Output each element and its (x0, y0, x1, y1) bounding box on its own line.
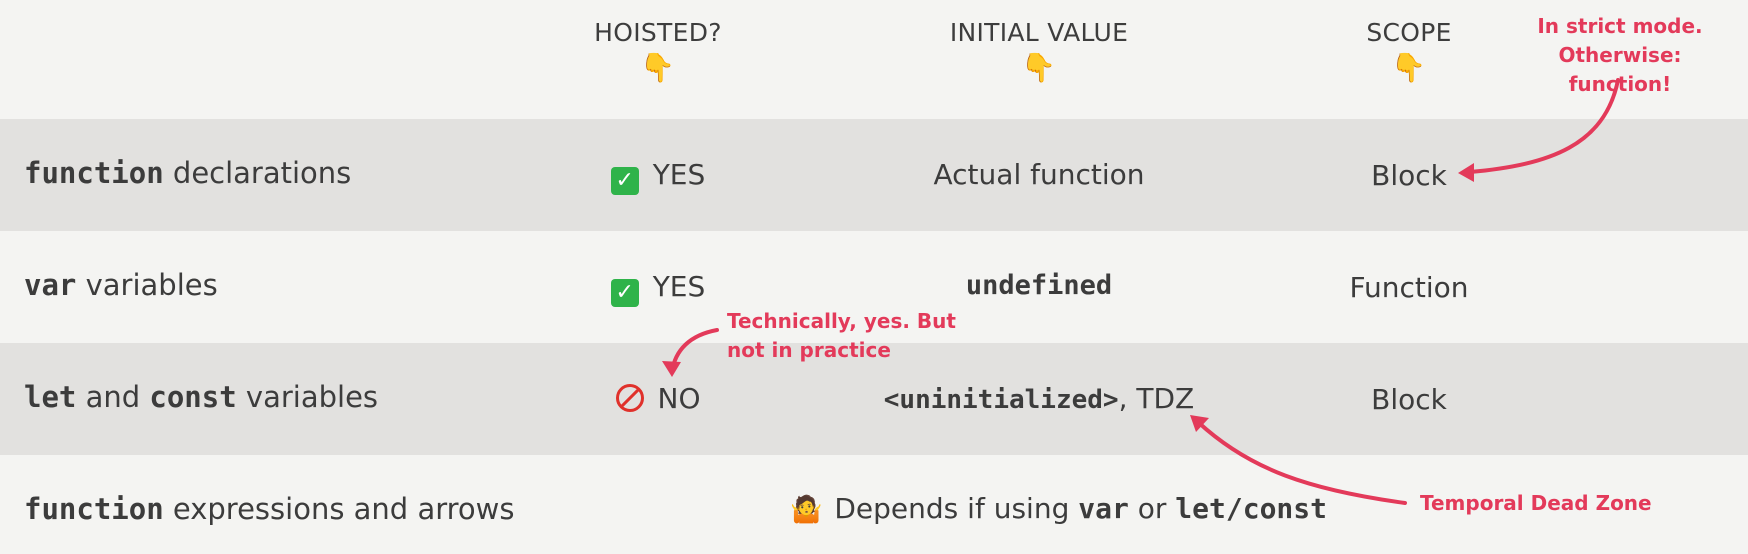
annotation-strict-mode-line2: Otherwise: function! (1558, 43, 1682, 96)
row-label-text: variables (76, 268, 218, 302)
row-band-let-const (0, 343, 1748, 455)
row-label-let-const-variables: let and const variables (24, 380, 378, 414)
row-band-function-declarations (0, 119, 1748, 231)
code-let-const: let/const (1175, 492, 1327, 525)
cell-hoisted-var-variables: ✓ YES (478, 270, 838, 307)
merged-text-b: or (1128, 492, 1176, 525)
cell-scope-function-declarations: Block (1371, 159, 1447, 192)
header-initial-value: INITIAL VALUE 👇 (909, 18, 1169, 83)
code-function: function (24, 156, 164, 190)
code-uninitialized: <uninitialized> (883, 385, 1119, 415)
pointing-down-hand-icon: 👇 (1391, 51, 1427, 84)
cell-scope-var-variables: Function (1349, 271, 1469, 304)
cell-hoisted-let-const: NO (478, 382, 838, 415)
arrow-strict-mode (1468, 78, 1620, 174)
cell-initial-let-const: <uninitialized>, TDZ (859, 382, 1219, 415)
code-var: var (1078, 492, 1129, 525)
cell-hoisted-function-declarations: ✓ YES (478, 158, 838, 195)
code-var: var (24, 268, 77, 302)
merged-text-a: Depends if using (834, 492, 1079, 525)
cell-initial-function-declarations: Actual function (933, 158, 1145, 191)
annotation-strict-mode-line1: In strict mode. (1537, 14, 1703, 38)
code-const: const (149, 380, 237, 414)
cell-initial-var-variables: undefined (965, 270, 1113, 301)
row-label-text: declarations (163, 156, 352, 190)
arrowhead-technically (662, 361, 681, 377)
annotation-tdz: Temporal Dead Zone (1420, 491, 1652, 515)
header-initial-value-label: INITIAL VALUE (949, 18, 1129, 47)
header-hoisted-label: HOISTED? (594, 18, 722, 47)
row-label-function-declarations: function declarations (24, 156, 351, 190)
arrowhead-tdz (1190, 415, 1209, 432)
row-label-function-expressions: function expressions and arrows (24, 492, 514, 526)
code-function: function (24, 492, 164, 526)
row-label-text: variables (236, 380, 379, 414)
header-scope-label: SCOPE (1366, 18, 1452, 47)
no-entry-icon (615, 384, 644, 412)
initial-value-suffix: , TDZ (1118, 382, 1195, 415)
shrug-icon: 🤷 (790, 495, 823, 525)
code-let: let (24, 380, 77, 414)
row-label-var-variables: var variables (24, 268, 218, 302)
check-mark-icon: ✓ (610, 167, 639, 195)
arrowhead-strict-mode (1458, 163, 1474, 182)
row-label-mid: and (76, 380, 150, 414)
check-mark-icon: ✓ (610, 279, 639, 307)
annotation-technically-line1: Technically, yes. But (727, 309, 956, 333)
row-label-text: expressions and arrows (163, 492, 515, 526)
arrow-tdz (1196, 420, 1407, 505)
hoisted-value: NO (657, 382, 701, 415)
hoisted-value: YES (652, 270, 706, 303)
cell-scope-let-const: Block (1371, 383, 1447, 416)
annotation-technically: Technically, yes. But not in practice (727, 307, 956, 365)
pointing-down-hand-icon: 👇 (1021, 51, 1057, 84)
pointing-down-hand-icon: 👇 (640, 51, 676, 84)
annotation-technically-line2: not in practice (727, 338, 891, 362)
cell-merged-function-expressions: 🤷 Depends if using var or let/const (690, 492, 1350, 525)
header-hoisted: HOISTED? 👇 (528, 18, 788, 83)
header-scope: SCOPE 👇 (1279, 18, 1539, 83)
hoisted-value: YES (652, 158, 706, 191)
annotation-strict-mode: In strict mode. Otherwise: function! (1505, 12, 1735, 99)
